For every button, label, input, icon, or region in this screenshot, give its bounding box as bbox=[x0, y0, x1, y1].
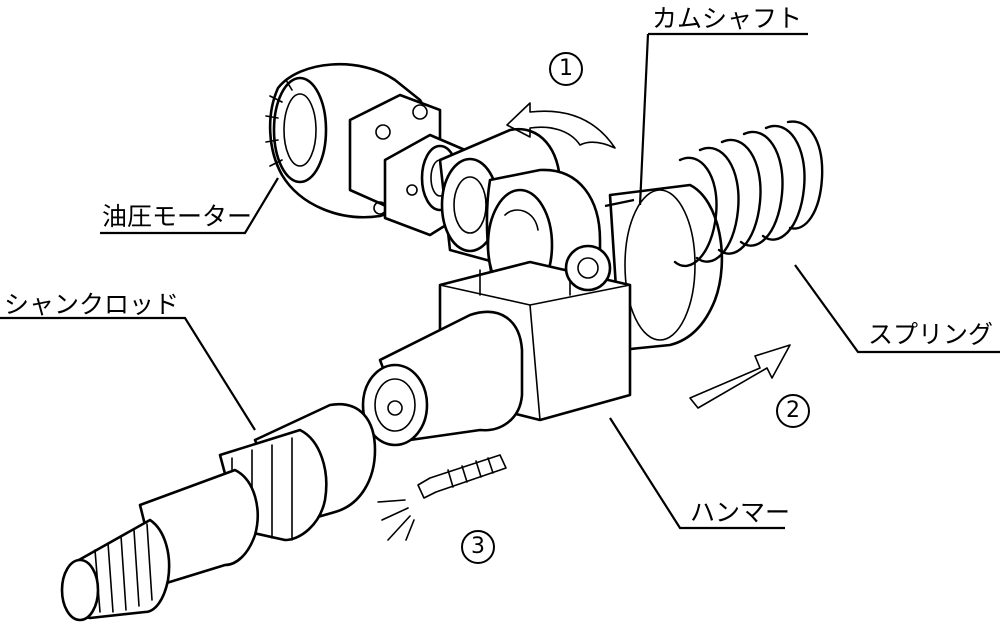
hydraulic-motor-label: 油圧モーター bbox=[102, 202, 253, 231]
rotation-arrow bbox=[506, 102, 616, 149]
hammer bbox=[361, 244, 632, 447]
step-3-badge: 3 bbox=[461, 530, 495, 564]
impact-indicator bbox=[377, 454, 507, 541]
spring-label: スプリング bbox=[868, 320, 994, 349]
hammer-label: ハンマー bbox=[690, 498, 791, 527]
leader-lines bbox=[0, 32, 1000, 530]
spring bbox=[608, 120, 824, 352]
shank-rod bbox=[60, 402, 377, 622]
forward-arrow bbox=[689, 344, 791, 409]
step-1-badge: 1 bbox=[549, 52, 583, 86]
camshaft-label: カムシャフト bbox=[652, 4, 803, 33]
hydraulic-motor bbox=[265, 62, 472, 237]
shank-rod-label: シャンクロッド bbox=[4, 290, 180, 319]
step-2-badge: 2 bbox=[776, 394, 810, 428]
